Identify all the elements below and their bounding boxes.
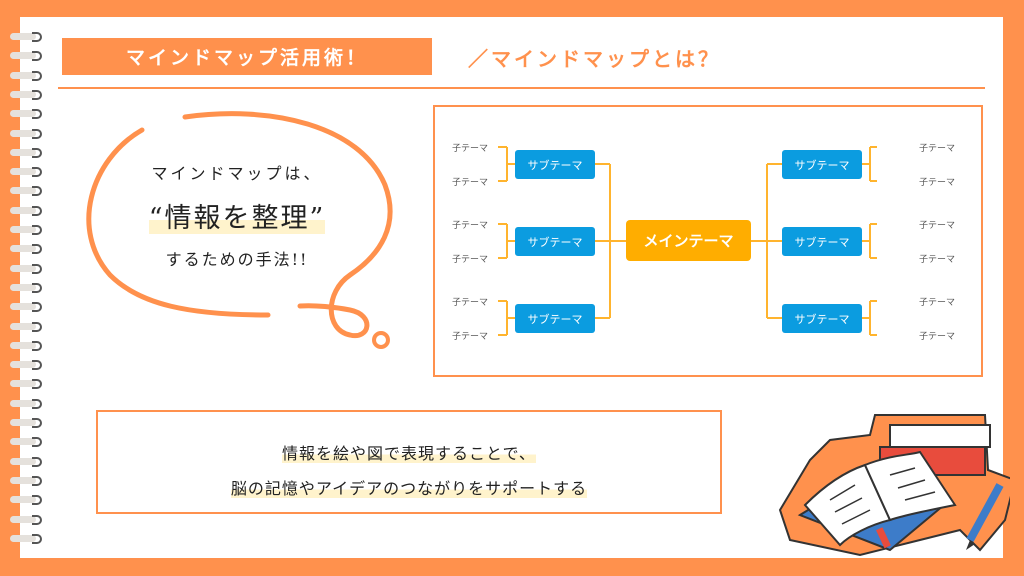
mindmap-frame: [433, 105, 983, 377]
child-theme-label: 子テーマ: [452, 178, 489, 188]
binding-ring: [10, 495, 42, 506]
binding-ring: [10, 340, 42, 351]
binding-ring: [10, 147, 42, 158]
binding-ring: [10, 186, 42, 197]
sub-theme-node: サブテーマ: [515, 150, 595, 179]
sub-theme-node: サブテーマ: [782, 150, 862, 179]
bubble-line-1: マインドマップは、: [151, 164, 323, 183]
binding-ring: [10, 205, 42, 216]
sub-theme-node: サブテーマ: [515, 227, 595, 256]
main-theme-node: メインテーマ: [626, 220, 751, 261]
child-theme-label: 子テーマ: [919, 221, 956, 231]
binding-ring: [10, 514, 42, 525]
binding-ring: [10, 360, 42, 371]
binding-ring: [10, 225, 42, 235]
bubble-line-3: するための手法!!: [165, 250, 309, 269]
binding-ring: [10, 128, 42, 139]
bubble-line-2: “情報を整理”: [148, 203, 326, 234]
pencil-icon: [966, 483, 1004, 542]
binding-ring: [10, 244, 42, 255]
binding-ring: [10, 475, 42, 486]
slide-title: マインドマップ活用術！: [62, 38, 432, 75]
binding-ring: [10, 51, 42, 62]
child-theme-label: 子テーマ: [919, 332, 956, 342]
binding-ring: [10, 263, 42, 274]
child-theme-label: 子テーマ: [452, 144, 489, 154]
sub-theme-node: サブテーマ: [515, 304, 595, 333]
binding-ring: [10, 109, 42, 120]
child-theme-label: 子テーマ: [919, 178, 956, 188]
child-theme-label: 子テーマ: [452, 255, 489, 265]
slide-subtitle: ／マインドマップとは？: [468, 47, 721, 71]
binding-ring: [10, 379, 42, 390]
child-theme-label: 子テーマ: [919, 144, 956, 154]
sub-theme-node: サブテーマ: [782, 227, 862, 256]
binding-ring: [10, 533, 42, 544]
binding-ring: [10, 282, 42, 293]
message-box: 情報を絵や図で表現することで、 脳の記憶やアイデアのつながりをサポートする: [96, 410, 722, 514]
header-divider: [58, 87, 985, 89]
binding-ring: [10, 398, 42, 409]
binding-ring: [10, 302, 42, 313]
sub-theme-node: サブテーマ: [782, 304, 862, 333]
binding-ring: [10, 437, 42, 448]
child-theme-label: 子テーマ: [919, 255, 956, 265]
binding-ring: [10, 456, 42, 467]
binding-ring: [10, 70, 42, 81]
child-theme-label: 子テーマ: [452, 221, 489, 231]
binding-ring: [10, 321, 42, 332]
binding-ring: [10, 167, 42, 178]
binding-ring: [10, 89, 42, 100]
child-theme-label: 子テーマ: [919, 298, 956, 308]
child-theme-label: 子テーマ: [452, 298, 489, 308]
binding-ring: [10, 418, 42, 428]
books-illustration: [778, 414, 1010, 557]
message-line-1: 情報を絵や図で表現することで、: [282, 444, 536, 463]
child-theme-label: 子テーマ: [452, 332, 489, 342]
message-line-2: 脳の記憶やアイデアのつながりをサポートする: [230, 479, 588, 498]
binding-ring: [10, 32, 42, 42]
book-white: [889, 424, 991, 448]
